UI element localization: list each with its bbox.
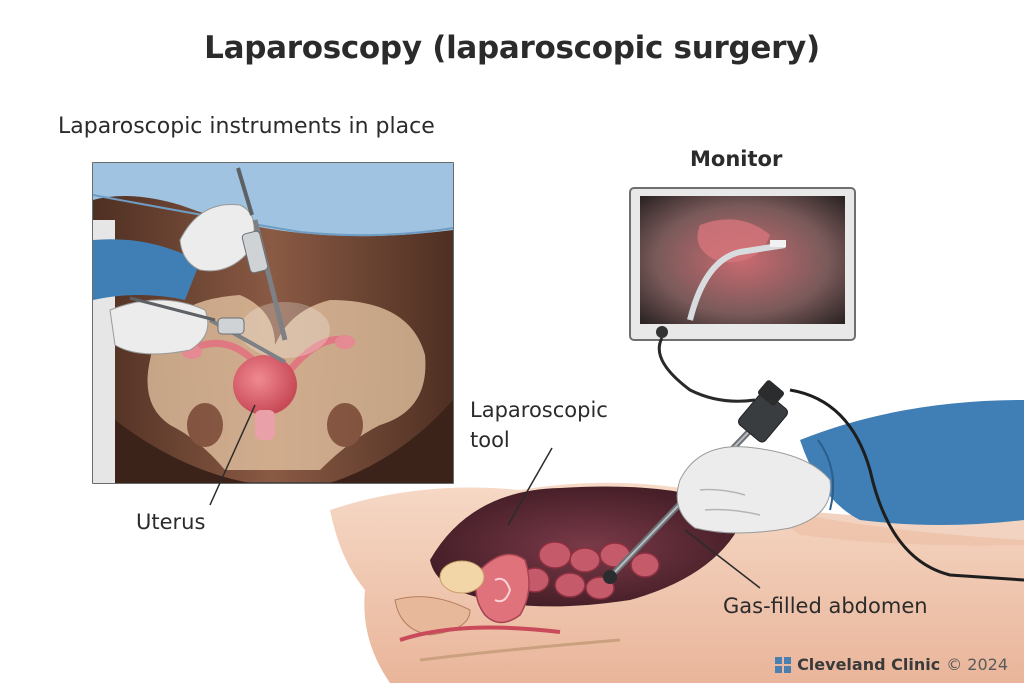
- surgeon-arm: [603, 380, 1024, 584]
- monitor-label: Monitor: [690, 147, 783, 171]
- surgeon-gown-sleeve: [800, 400, 1024, 525]
- gloved-hand: [676, 446, 831, 534]
- uterus-inset: [233, 355, 297, 415]
- laparoscopic-tool-label: Laparoscopic tool: [470, 398, 608, 452]
- inset-panel: [92, 162, 454, 484]
- abdomen-pointer: [684, 529, 761, 589]
- brand-name: Cleveland Clinic: [797, 655, 941, 674]
- surgical-drape: [93, 163, 453, 237]
- monitor-port: [656, 326, 668, 338]
- surgeon-sleeve: [93, 239, 200, 300]
- trocar-port: [603, 570, 617, 584]
- inset-subtitle: Laparoscopic instruments in place: [58, 114, 435, 139]
- gas-filled-abdomen-label: Gas-filled abdomen: [723, 594, 928, 618]
- cleveland-clinic-logo-icon: [775, 656, 792, 673]
- tool-pointer: [507, 447, 553, 526]
- intestines: [520, 541, 660, 600]
- monitor: [629, 187, 856, 341]
- copyright: © 2024: [946, 655, 1008, 674]
- uterus-side: [475, 553, 530, 624]
- uterus-label: Uterus: [136, 510, 206, 534]
- camera-cable: [657, 337, 756, 403]
- uterus-pointer: [209, 404, 256, 506]
- brand-footer: Cleveland Clinic © 2024: [775, 655, 1008, 674]
- page-title: Laparoscopy (laparoscopic surgery): [204, 30, 820, 66]
- patient-body: [330, 482, 1024, 683]
- light-cable: [789, 388, 1024, 582]
